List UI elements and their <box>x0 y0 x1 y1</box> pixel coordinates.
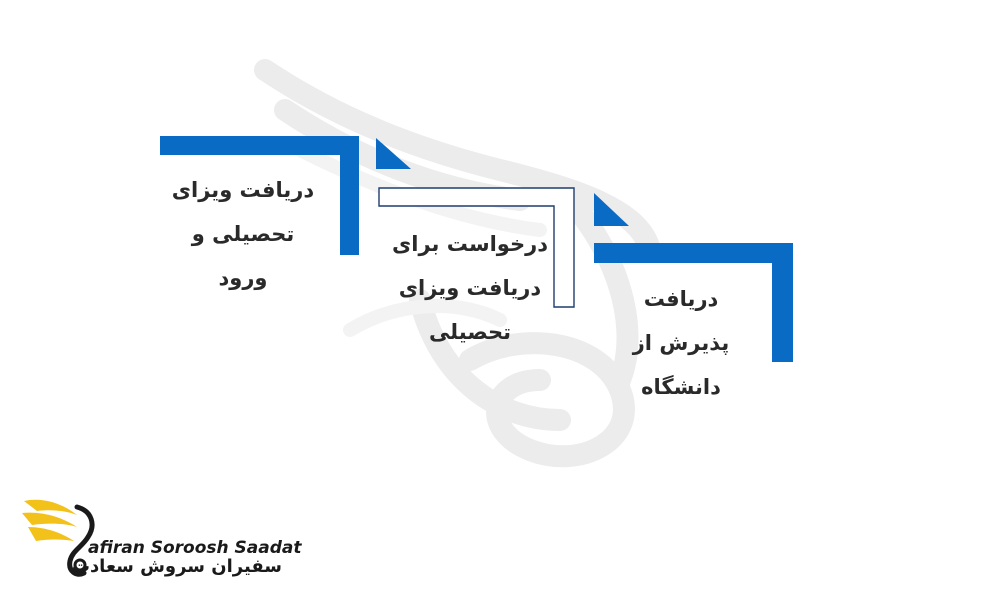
step3-text: دریافت پذیرش از دانشگاه <box>632 287 730 399</box>
step2-frame-bracket <box>378 187 575 308</box>
step3-marker-triangle <box>594 193 629 226</box>
step2-frame <box>378 187 575 308</box>
step1-frame-bracket <box>160 136 359 255</box>
step3-marker <box>594 193 629 226</box>
logo-emblem <box>22 499 95 577</box>
step2-marker-triangle <box>376 138 411 169</box>
step2-text: درخواست برای دریافت ویزای تحصیلی <box>392 232 548 344</box>
winged-swirl-icon <box>22 499 95 577</box>
step1-frame <box>160 136 359 255</box>
step3-frame-bracket <box>594 243 793 362</box>
logo-name-en: afiran Soroosh Saadat <box>88 538 302 558</box>
step1-text: دریافت ویزای تحصیلی و ورود <box>171 178 315 290</box>
step2-marker <box>376 138 411 169</box>
logo-name-fa: سفیران سروش سعادت <box>71 556 282 577</box>
step3-frame <box>594 243 793 362</box>
